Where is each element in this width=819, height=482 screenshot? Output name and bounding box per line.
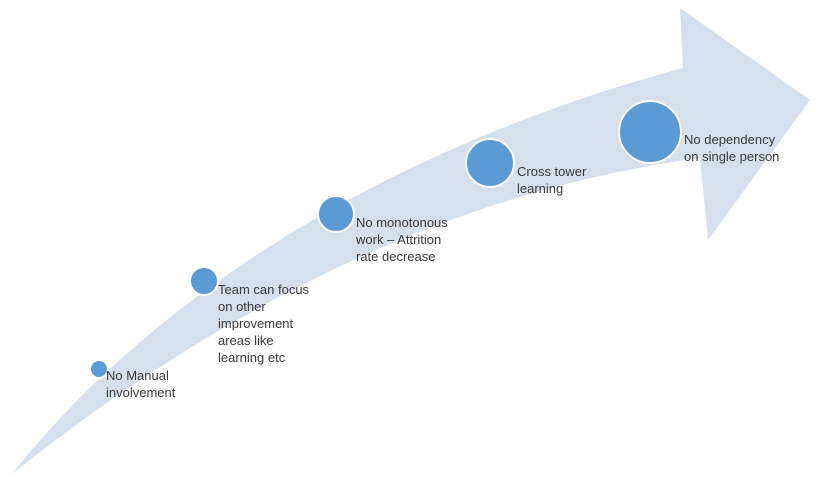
milestone-bubble-2 <box>189 266 219 296</box>
milestone-label-1: No Manual involvement <box>106 368 176 400</box>
milestone-bubble-3 <box>317 195 355 233</box>
arrow-body <box>12 8 810 474</box>
milestone-label-4: Cross tower learning <box>517 164 587 196</box>
milestone-label-5: No dependency on single person <box>684 132 780 164</box>
milestone-label-3: No monotonous work – Attrition rate decr… <box>356 215 448 264</box>
milestone-bubble-1 <box>89 359 109 379</box>
milestone-bubble-4 <box>465 138 515 188</box>
milestone-label-2: Team can focus on other improvement area… <box>218 282 310 365</box>
milestone-bubble-5 <box>618 100 682 164</box>
